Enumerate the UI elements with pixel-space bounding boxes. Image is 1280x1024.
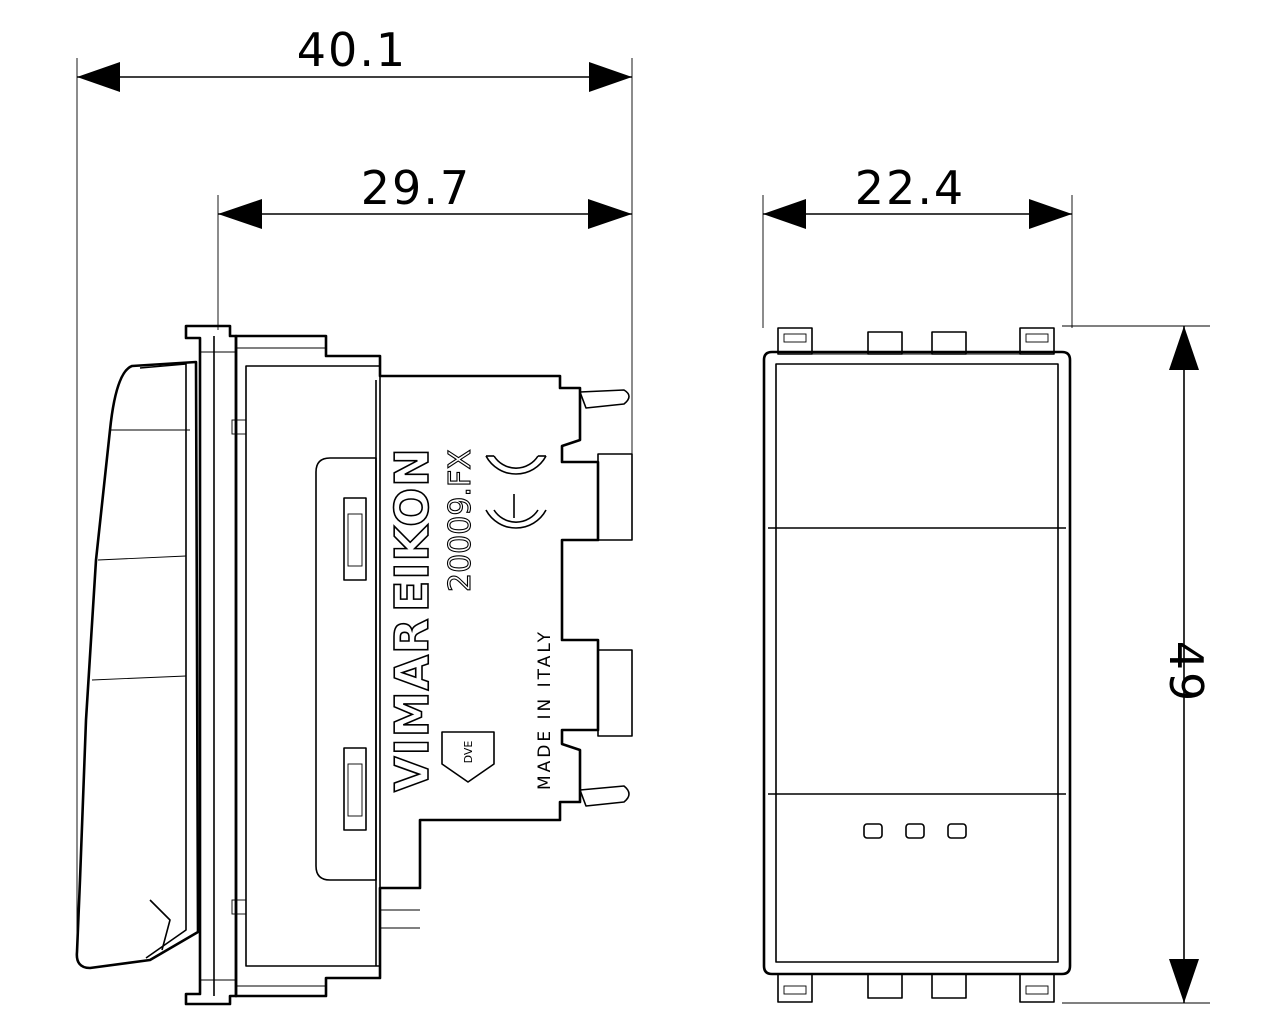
dimension-body-depth: 29.7: [217, 161, 632, 330]
arrowhead-left: [218, 199, 262, 229]
front-view: [762, 327, 1072, 1003]
top-clips: [777, 327, 1055, 355]
dimension-overall-depth: 40.1: [76, 23, 633, 948]
dimension-width: 22.4: [762, 161, 1073, 328]
dimension-label-width: 22.4: [855, 161, 965, 215]
arrowhead-right: [1029, 199, 1072, 229]
arrowhead-right: [589, 62, 632, 92]
housing: [231, 334, 633, 998]
dimension-label-body-depth: 29.7: [361, 161, 471, 215]
rocker-key: [75, 360, 200, 970]
dimension-label-height: 49: [1159, 641, 1213, 704]
arrowhead-right: [588, 199, 632, 229]
mounting-frame: [184, 324, 238, 1006]
series-logo: EIKON: [385, 447, 439, 612]
brand-logo: VIMAR: [385, 617, 439, 792]
front-face-outline: [775, 363, 1059, 963]
dimension-label-overall-depth: 40.1: [297, 23, 407, 77]
arrowhead-top: [1169, 326, 1199, 370]
svg-text:DVE: DVE: [462, 741, 475, 764]
arrowhead-left: [763, 199, 806, 229]
front-body: [762, 350, 1072, 976]
indicator-slots: [863, 823, 967, 839]
side-view: VIMAR EIKON 20009.FX MADE IN ITALY: [75, 324, 633, 1006]
ce-mark-icon: [485, 455, 547, 529]
bottom-clips: [777, 973, 1055, 1003]
housing-markings: VIMAR EIKON 20009.FX MADE IN ITALY: [384, 446, 555, 792]
origin-text: MADE IN ITALY: [535, 629, 555, 790]
dimension-height: 49: [1062, 325, 1213, 1004]
arrowhead-left: [77, 62, 120, 92]
arrowhead-bottom: [1169, 959, 1199, 1003]
product-code: 20009.FX: [443, 449, 478, 592]
approval-mark-icon: DVE: [441, 731, 495, 783]
